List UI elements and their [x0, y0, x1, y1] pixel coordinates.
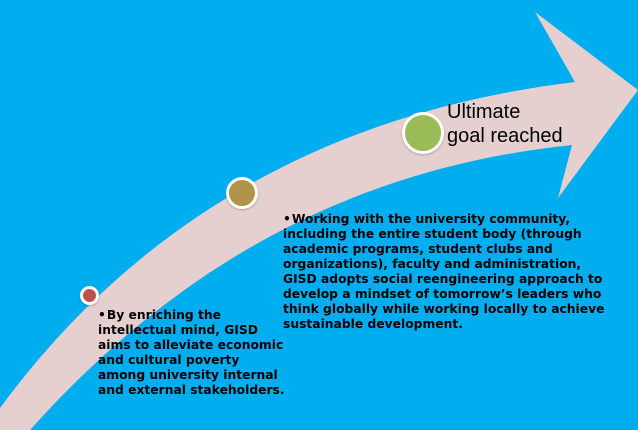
bullet-text-first: By enriching the intellectual mind, GISD… [98, 308, 285, 397]
goal-title-line-2: goal reached [447, 125, 563, 147]
arrow-shape [0, 12, 638, 430]
bullet-icon: • [283, 212, 291, 226]
bullet-icon: • [98, 308, 106, 322]
bullet-point-intellectual-mind: •By enriching the intellectual mind, GIS… [98, 308, 288, 398]
bullet-point-university-community: •Working with the university community, … [283, 212, 618, 332]
milestone-3-dot [402, 112, 444, 154]
bullet-text-second: Working with the university community, i… [283, 212, 605, 331]
milestone-2-dot [226, 177, 258, 209]
goal-title-line-1: Ultimate [447, 101, 521, 123]
ultimate-goal-label: Ultimate goal reached [447, 100, 597, 148]
milestone-1-dot [80, 286, 99, 305]
